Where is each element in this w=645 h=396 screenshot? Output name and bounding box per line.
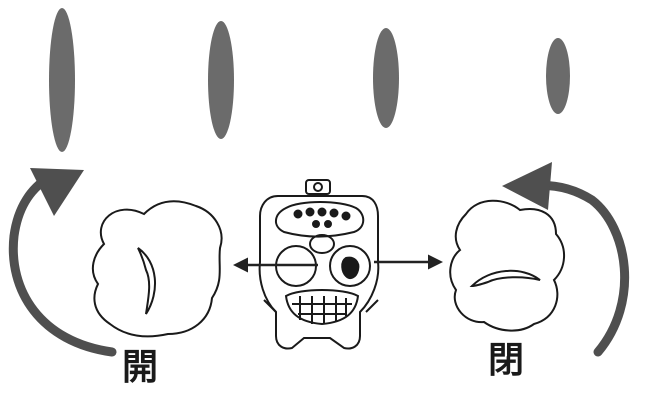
slit-sequence bbox=[49, 8, 570, 152]
open-state-outline bbox=[93, 201, 222, 336]
slit-open bbox=[208, 21, 234, 139]
slit-wide-open bbox=[49, 8, 75, 152]
slit-narrow bbox=[546, 38, 570, 114]
closed-state-outline bbox=[450, 201, 564, 331]
open-label: 開 bbox=[122, 350, 158, 386]
slit-half-open bbox=[373, 28, 399, 128]
left-arrowhead-icon bbox=[30, 168, 84, 216]
closed-label: 閉 bbox=[488, 343, 524, 379]
